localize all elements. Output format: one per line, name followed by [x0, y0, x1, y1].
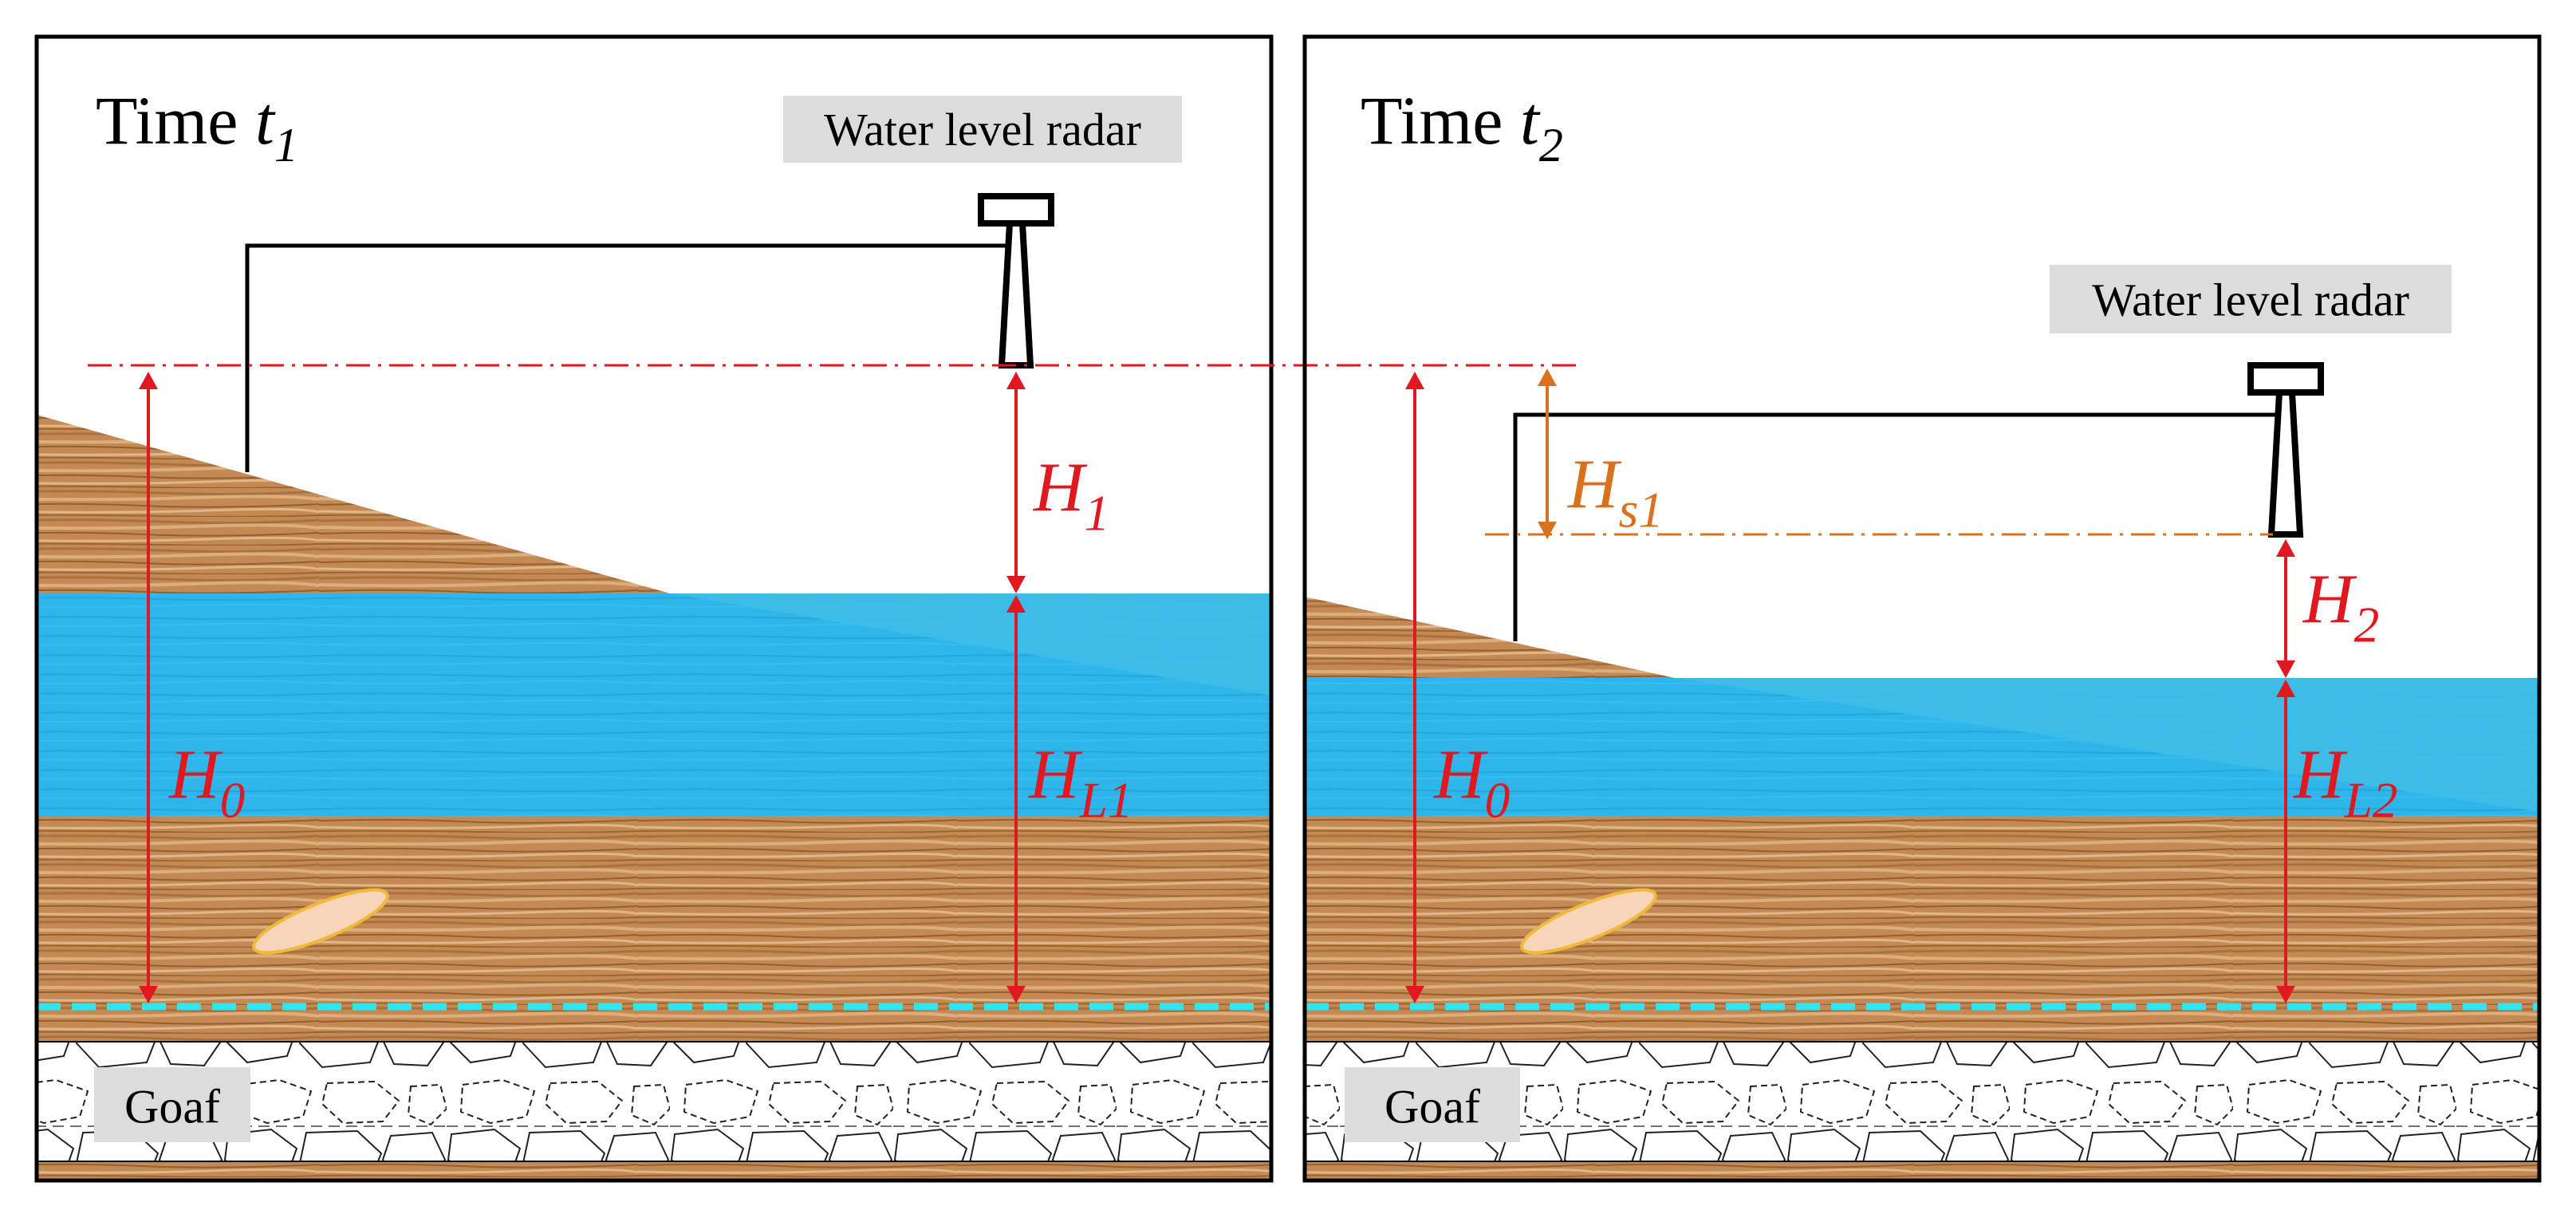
dimension-hs1-label: Hs1: [1567, 446, 1664, 538]
time-label: Time t2: [1361, 82, 1563, 171]
dimension-h2-arrow-head-bottom: [2276, 660, 2295, 678]
dimension-hl2-arrow-head-bottom: [2276, 986, 2295, 1003]
dimension-hs1-arrow-head-bottom: [1538, 522, 1557, 539]
radar-label-text: Water level radar: [2092, 274, 2409, 326]
radar-label-background: [2050, 265, 2452, 333]
radar-label: Water level radar: [783, 96, 1182, 163]
radar-mount-frame: [245, 243, 1016, 472]
goaf-label: Goaf: [94, 1067, 250, 1142]
radar-label: Water level radar: [2050, 265, 2452, 333]
dimension-hl1-arrow-head-bottom: [1006, 986, 1026, 1003]
radar-head: [978, 193, 1054, 227]
dimension-h1-arrow: [1006, 372, 1026, 593]
goaf-label-text: Goaf: [124, 1081, 220, 1133]
dimension-h0-arrow-head-bottom: [1405, 986, 1424, 1003]
dimension-h0-label-subscript: 0: [1485, 773, 1511, 829]
dimension-h0-arrow: [139, 372, 158, 1003]
dimension-h1-label-subscript: 1: [1085, 486, 1110, 542]
goaf-label-background: [1345, 1067, 1520, 1142]
panel-frame: [1302, 34, 2542, 1183]
dimension-hl1-arrow-head-top: [1006, 595, 1026, 613]
radar-horn: [998, 220, 1034, 369]
radar-gauge-icon: [978, 193, 1054, 369]
dimension-h2-arrow-head-top: [2276, 539, 2295, 557]
ground-slope: [37, 415, 670, 593]
dimension-h0-arrow-head-top: [139, 372, 158, 389]
dimension-hl1-label-symbol: H: [1028, 736, 1083, 814]
time-symbol: t: [1520, 82, 1541, 159]
dimension-h0-arrow: [1405, 372, 1424, 1003]
dimension-h1-arrow-head-bottom: [1006, 576, 1026, 593]
lens-icon: [1520, 888, 1657, 955]
dimension-hs1-label-symbol: H: [1567, 446, 1622, 523]
radar-gauge-icon: [2247, 362, 2324, 538]
time-subscript: 2: [1539, 119, 1563, 171]
goaf-label-background: [94, 1067, 250, 1142]
radar-mount-frame: [1513, 412, 2286, 641]
radar-horn: [2267, 389, 2304, 538]
dimension-h1-label-symbol: H: [1033, 449, 1088, 526]
time-label-word: Time: [96, 82, 255, 159]
dimension-hl2-arrow-head-top: [2276, 680, 2295, 697]
dimension-hl1-label-subscript: L1: [1079, 773, 1133, 829]
radar-label-text: Water level radar: [824, 104, 1141, 156]
radar-label-background: [783, 96, 1182, 163]
water-surface-shade: [1675, 678, 2539, 812]
dimension-h0-label: H0: [168, 736, 245, 829]
dimension-hl2-label: HL2: [2293, 736, 2397, 829]
dimension-hl1-label: HL1: [1028, 736, 1132, 829]
dimension-hs1-arrow-head-top: [1538, 369, 1557, 386]
time-subscript: 1: [274, 119, 298, 171]
dimension-h2-arrow: [2276, 539, 2295, 678]
dimension-hl2-arrow: [2276, 680, 2295, 1003]
dimension-hs1-arrow: [1538, 369, 1557, 539]
ground-slope: [1305, 597, 1675, 678]
dimension-h0-arrow-head-bottom: [139, 986, 158, 1003]
dimension-h1-label: H1: [1033, 449, 1109, 542]
dimension-hl1-arrow: [1006, 595, 1026, 1003]
dimension-h0-label-symbol: H: [1433, 736, 1488, 814]
goaf-label: Goaf: [1345, 1067, 1520, 1142]
time-symbol: t: [255, 82, 276, 159]
dimension-h0-label-symbol: H: [168, 736, 223, 814]
dimension-hl2-label-symbol: H: [2293, 736, 2348, 814]
goaf-label-text: Goaf: [1385, 1081, 1480, 1133]
dimension-hl2-label-subscript: L2: [2344, 773, 2398, 829]
time-label: Time t1: [96, 82, 298, 171]
dimension-h0-label: H0: [1433, 736, 1510, 829]
water-surface-shade: [670, 593, 1271, 696]
dimension-h2-label-subscript: 2: [2354, 597, 2380, 653]
dimension-h2-label-symbol: H: [2302, 561, 2357, 638]
time-label-word: Time: [1361, 82, 1520, 159]
dimension-hs1-label-subscript: s1: [1619, 483, 1664, 538]
dimension-h1-arrow-head-top: [1006, 372, 1026, 389]
dimension-h0-arrow-head-top: [1405, 372, 1424, 389]
panel-frame: [34, 34, 1274, 1183]
dimension-h2-label: H2: [2302, 561, 2379, 653]
radar-head: [2247, 362, 2324, 396]
lens-icon: [252, 888, 389, 955]
dimension-h0-label-subscript: 0: [220, 773, 246, 829]
